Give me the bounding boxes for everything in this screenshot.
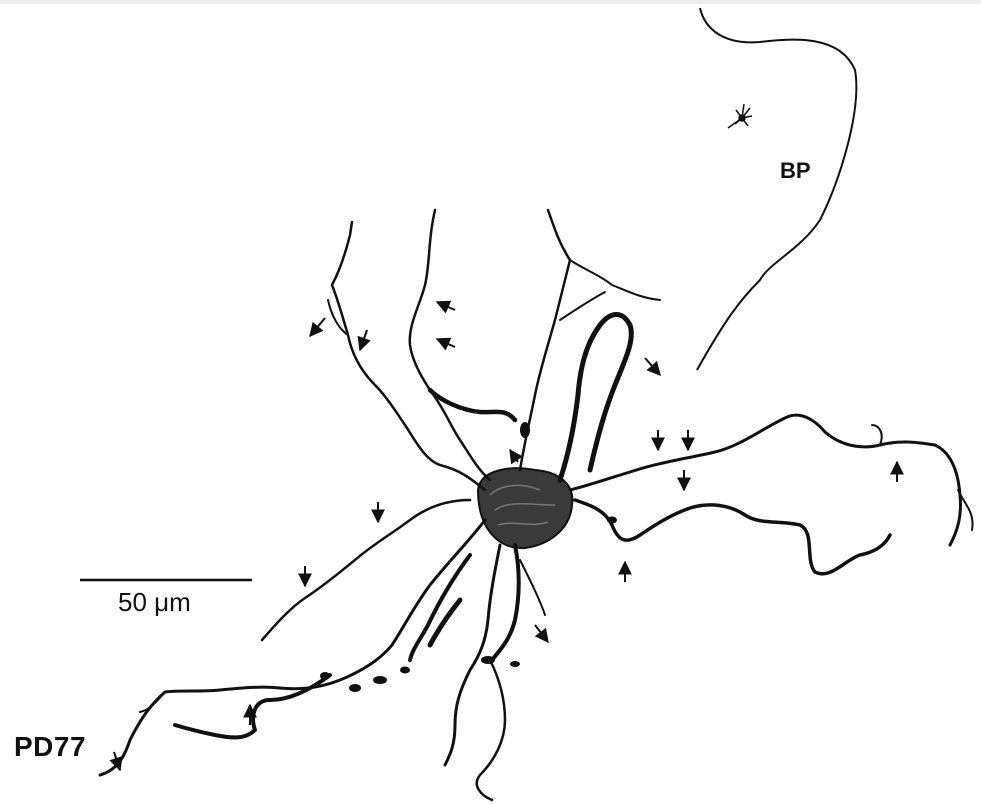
top-border xyxy=(0,0,981,4)
scale-bar-label: 50 μm xyxy=(118,587,191,617)
arrows xyxy=(109,300,904,772)
soma-texture xyxy=(489,484,556,526)
varicosities xyxy=(320,422,617,692)
small-cell xyxy=(727,103,753,129)
bp-boundary-line xyxy=(696,7,858,371)
cell-label: PD77 xyxy=(14,731,87,762)
region-label-bp: BP xyxy=(780,158,811,183)
dendrites xyxy=(98,208,974,802)
